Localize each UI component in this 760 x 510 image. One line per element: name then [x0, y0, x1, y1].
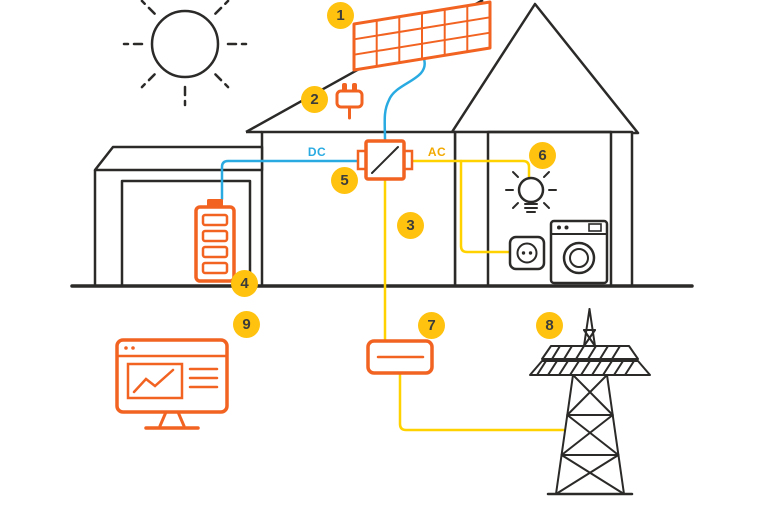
badge-power-cable: 3 [397, 212, 424, 239]
washing-machine-icon [549, 219, 609, 285]
badge-home-appliances: 6 [529, 142, 556, 169]
ac-wire-to-outlet [459, 159, 512, 254]
garage-door [120, 179, 252, 286]
pylon-icon [529, 308, 651, 496]
badge-energy-meter: 7 [418, 312, 445, 339]
monitor-icon [115, 338, 229, 430]
badge-battery: 4 [231, 270, 258, 297]
battery-icon [194, 199, 236, 283]
badge-inverter: 5 [331, 167, 358, 194]
ac-wires [383, 159, 566, 432]
garage [93, 145, 264, 286]
dc-wire-inverter-to-battery [220, 159, 360, 201]
solar-panel-array-icon [352, 0, 492, 72]
dc-wires [220, 57, 426, 201]
plug-icon [335, 83, 364, 120]
lightbulb-icon [505, 171, 557, 213]
badge-solar-panels: 1 [327, 2, 354, 29]
inverter-icon [356, 139, 414, 181]
ac-wire-inverter-to-bulb [410, 159, 531, 180]
outlet-icon [508, 235, 546, 271]
ac-wire-meter-to-pylon [398, 371, 566, 432]
badge-grid-pylon: 8 [536, 312, 563, 339]
dc-label: DC [308, 145, 326, 159]
badge-roof-junction: 2 [301, 86, 328, 113]
badge-monitoring: 9 [233, 311, 260, 338]
dc-wire-panels-to-inverter [383, 57, 426, 143]
ac-label: AC [428, 145, 446, 159]
sun-icon [122, 0, 248, 107]
meter-icon [366, 339, 434, 375]
